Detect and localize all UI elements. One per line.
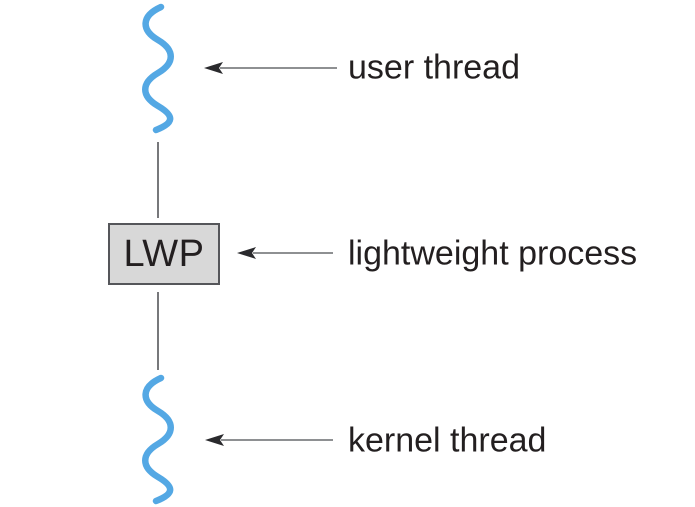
- kernel-thread-arrow-icon: [205, 434, 333, 446]
- user-thread-label: user thread: [348, 48, 520, 87]
- lwp-to-kernel-thread-connector: [157, 292, 159, 370]
- user-thread-to-lwp-connector: [157, 142, 159, 218]
- lwp-box: LWP: [108, 223, 220, 285]
- user-thread-squiggle-icon: [142, 3, 174, 134]
- user-thread-arrow-icon: [204, 62, 337, 74]
- lightweight-process-label: lightweight process: [348, 234, 638, 273]
- lightweight-process-arrow-icon: [237, 247, 333, 259]
- lwp-box-label: LWP: [123, 232, 205, 275]
- kernel-thread-label: kernel thread: [348, 421, 547, 460]
- kernel-thread-squiggle-icon: [142, 374, 174, 505]
